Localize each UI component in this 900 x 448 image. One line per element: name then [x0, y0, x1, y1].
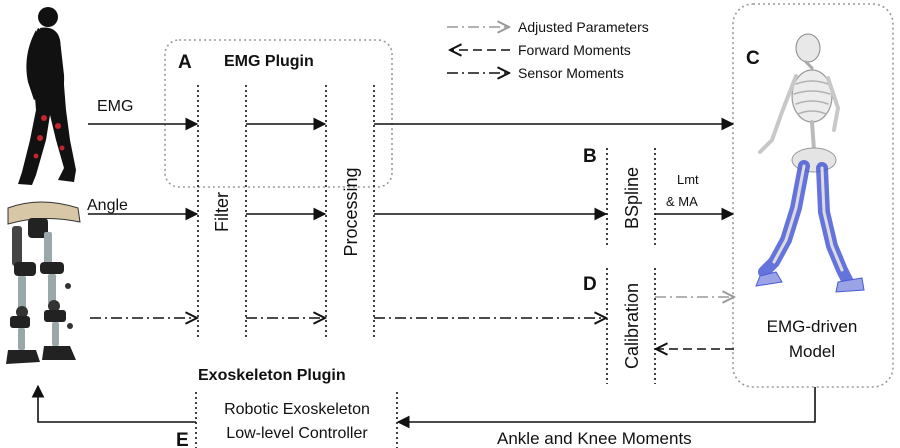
- model-label-line2: Model: [789, 342, 835, 361]
- musculoskeletal-model-icon: [755, 33, 865, 293]
- legend-sensor-label: Sensor Moments: [518, 65, 624, 81]
- moments-to-controller-arrow: [396, 387, 816, 429]
- calibration-label: Calibration: [622, 283, 642, 369]
- section-b-label: B: [583, 146, 597, 167]
- section-c-label: C: [746, 48, 760, 69]
- angle-input-label: Angle: [87, 197, 128, 214]
- legend-adjusted-label: Adjusted Parameters: [518, 19, 649, 35]
- section-d-label: D: [583, 274, 597, 295]
- ma-label: & MA: [666, 194, 698, 209]
- controller-label-line2: Low-level Controller: [226, 425, 368, 442]
- controller-to-exoskeleton-arrow: [31, 384, 196, 423]
- model-label-line1: EMG-driven: [767, 317, 858, 336]
- lmt-label: Lmt: [677, 172, 699, 187]
- exoskeleton-icon: [6, 201, 81, 364]
- filter-label: Filter: [212, 192, 232, 232]
- section-a-label: A: [178, 52, 192, 73]
- exoskeleton-plugin-title: Exoskeleton Plugin: [198, 367, 346, 384]
- walking-human-icon: [18, 7, 76, 185]
- model-box: [732, 3, 894, 388]
- legend-forward-label: Forward Moments: [518, 42, 631, 58]
- section-e-label: E: [176, 430, 189, 448]
- emg-input-label: EMG: [97, 98, 133, 115]
- processing-label: Processing: [341, 167, 361, 256]
- controller-label-line1: Robotic Exoskeleton: [224, 401, 370, 418]
- legend: Adjusted Parameters Forward Moments Sens…: [447, 19, 649, 81]
- bspline-label: BSpline: [622, 167, 642, 229]
- emg-plugin-title: EMG Plugin: [224, 53, 314, 70]
- emg-plugin-box: [164, 39, 393, 188]
- ankle-knee-moments-label: Ankle and Knee Moments: [497, 429, 692, 448]
